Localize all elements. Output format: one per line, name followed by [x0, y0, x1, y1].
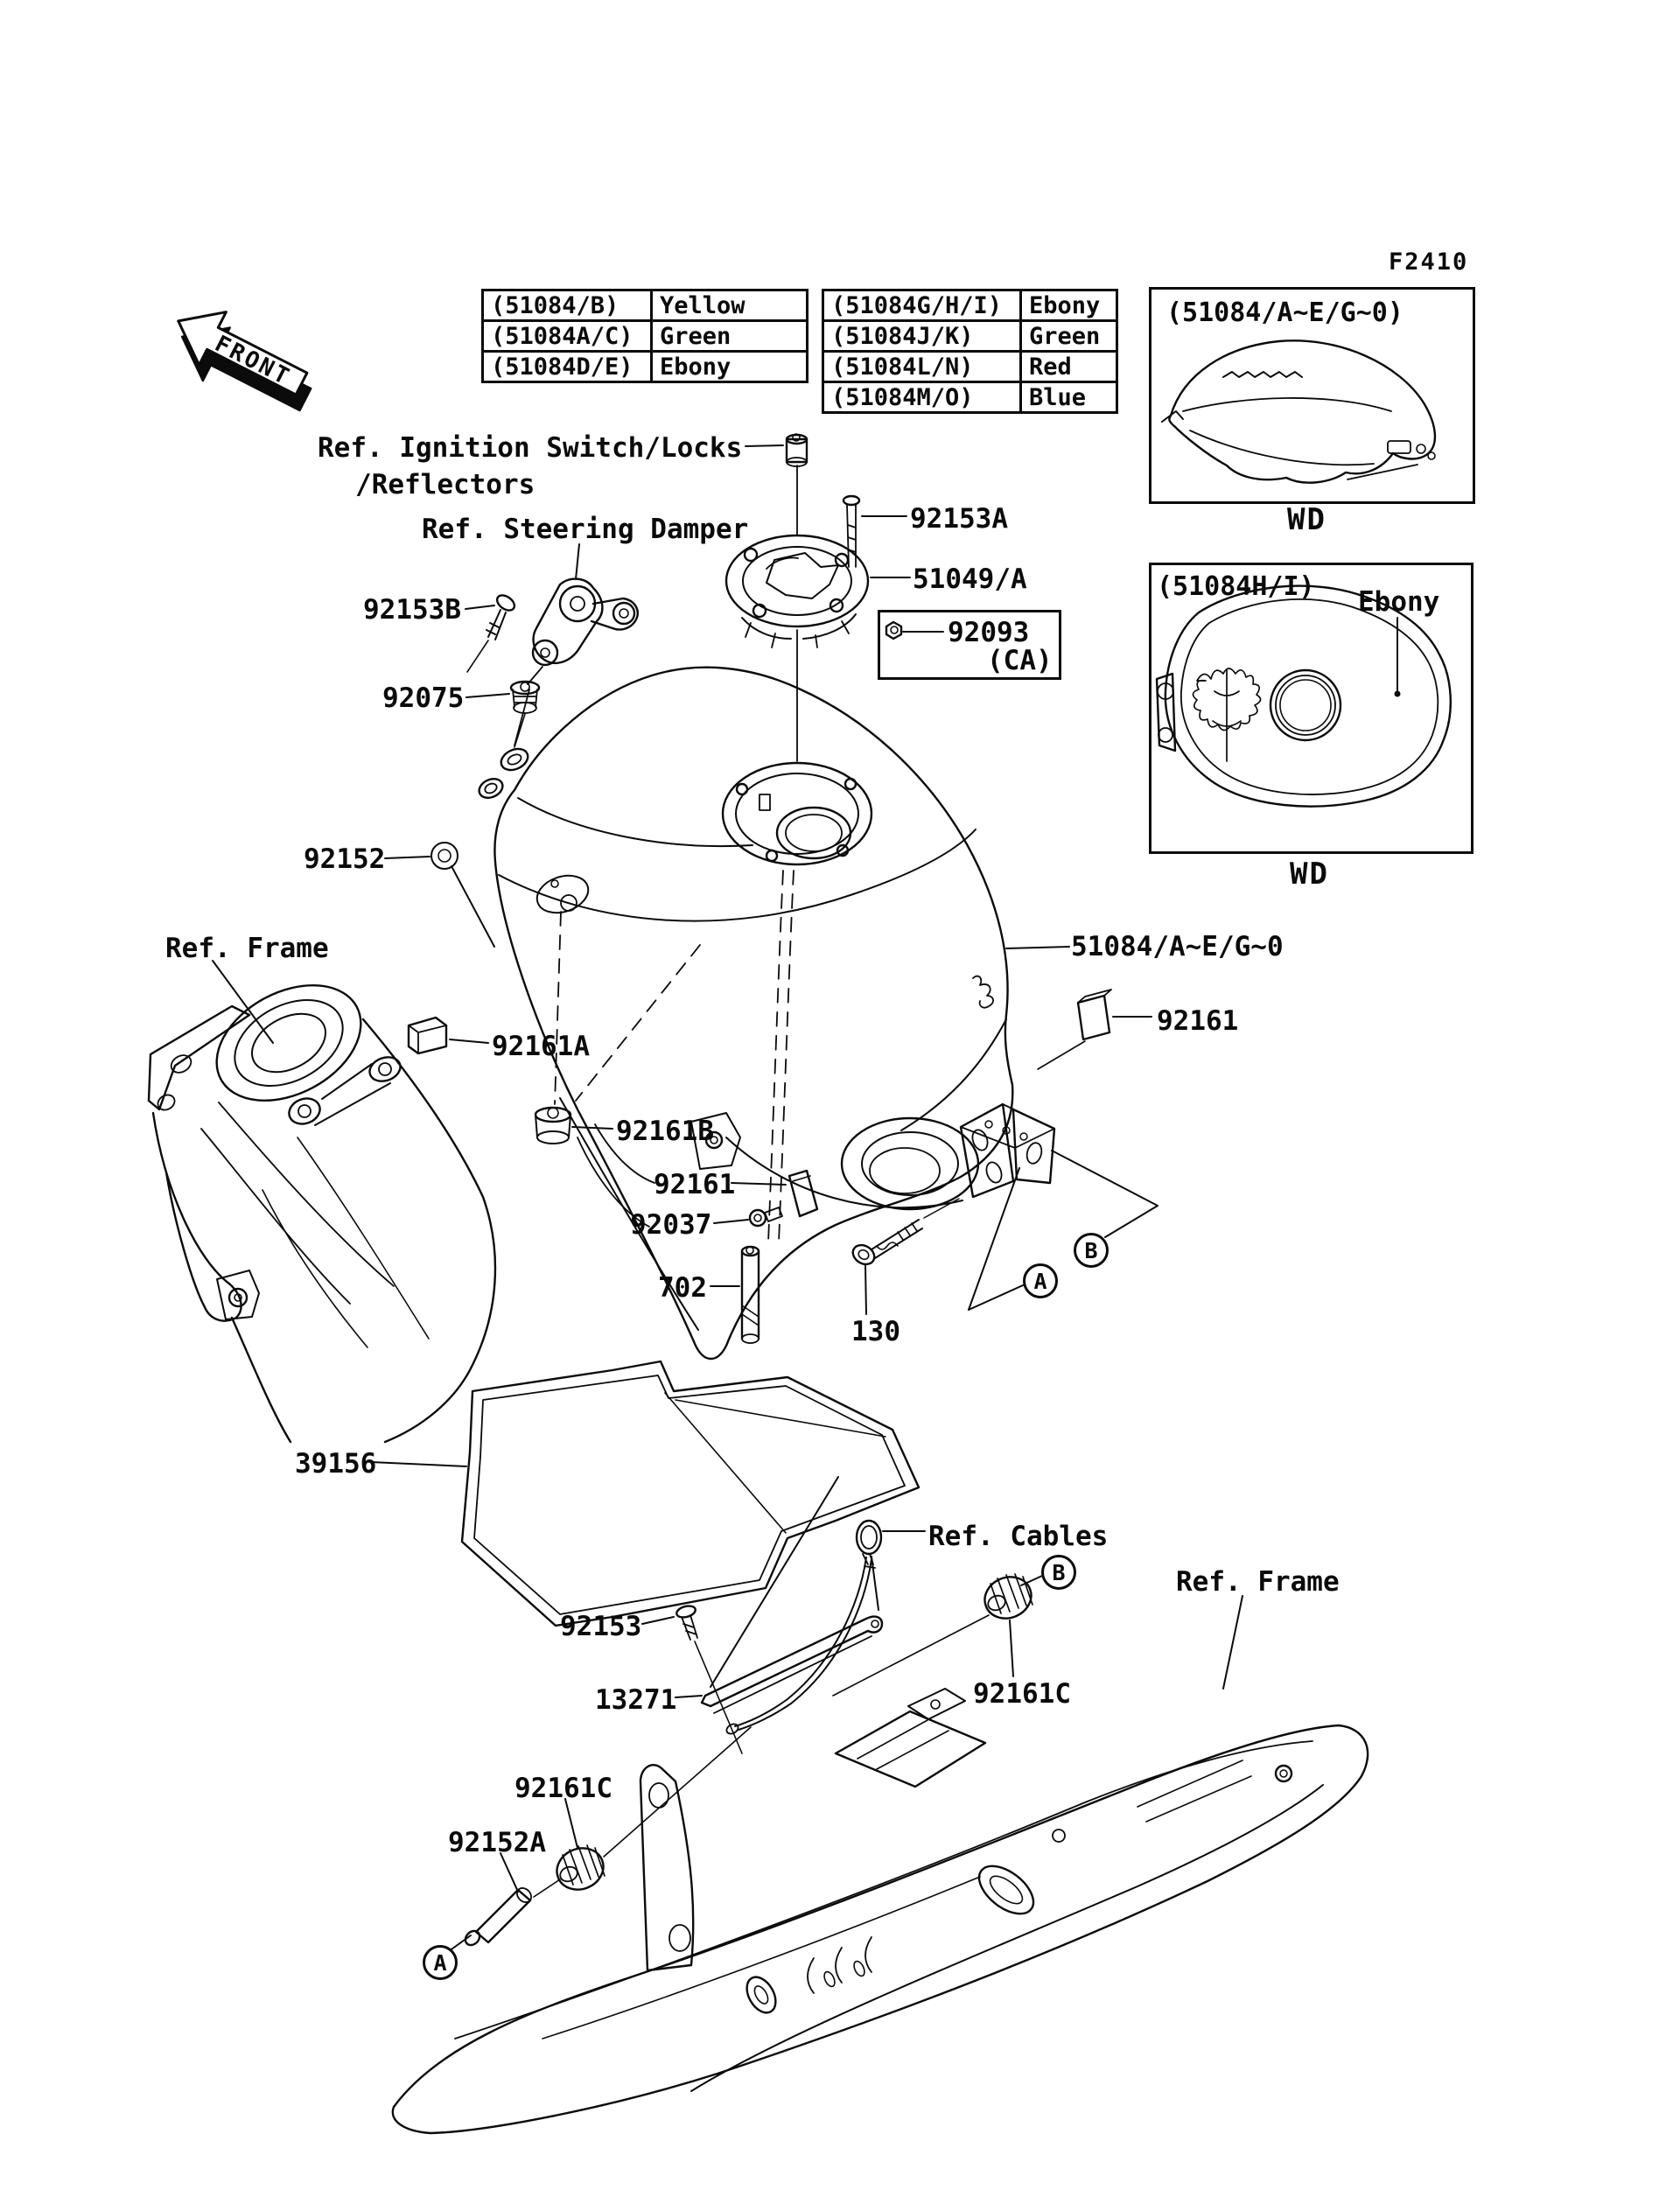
- callout-a-mid: A: [1023, 1263, 1058, 1298]
- table-row: (51084D/E) Ebony: [481, 350, 808, 383]
- part-label-92152a: 92152A: [448, 1827, 546, 1858]
- part-label-92161-left: 92161: [654, 1169, 736, 1200]
- color-table-right: (51084G/H/I) Ebony (51084J/K) Green (510…: [822, 289, 1118, 414]
- part-label-92161c-right: 92161C: [973, 1678, 1071, 1710]
- nut-92093-drawing: [885, 620, 903, 640]
- knob-92161c-left-drawing: [556, 1726, 752, 1891]
- part-code-cell: (51084A/C): [481, 319, 653, 353]
- steering-damper-drawing: [514, 577, 639, 746]
- part-code-cell: (51084J/K): [822, 319, 1022, 353]
- tank-pad-drawing: [460, 1360, 920, 1627]
- part-label-130: 130: [851, 1316, 900, 1347]
- callout-b-mid: B: [1074, 1233, 1109, 1268]
- part-label-92093-ca: (CA): [987, 645, 1053, 676]
- ref-cables-label: Ref. Cables: [928, 1521, 1109, 1552]
- pin-92152a-drawing: [464, 1879, 561, 1947]
- pad-92161-left-drawing: [788, 1169, 819, 1218]
- inset-top-view-caption: WD: [1290, 857, 1329, 892]
- table-row: (51084L/N) Red: [822, 350, 1118, 383]
- front-arrow-icon: FRONT: [177, 311, 312, 412]
- stay-13271-drawing: [700, 1615, 884, 1714]
- ignition-bushing-drawing: [785, 433, 808, 467]
- part-label-92153a: 92153A: [910, 503, 1008, 535]
- grommet-92075-drawing: [509, 680, 541, 748]
- screw-92153a-drawing: [842, 494, 861, 568]
- color-cell: Blue: [1019, 381, 1118, 414]
- damper-92161b-drawing: [534, 1106, 572, 1144]
- inset-top-view-drawing: [1155, 584, 1452, 808]
- color-cell: Green: [1019, 319, 1118, 353]
- color-cell: Ebony: [650, 350, 808, 383]
- part-label-702: 702: [658, 1272, 707, 1304]
- bolt-130-drawing: [851, 1198, 960, 1266]
- inset-side-view-caption: WD: [1287, 502, 1326, 537]
- part-label-92093: 92093: [948, 617, 1030, 648]
- inset-side-view-title: (51084/A~E/G~0): [1166, 297, 1404, 328]
- ca-part-box: [878, 610, 1061, 680]
- front-frame-drawing: [147, 984, 497, 1444]
- ref-ignition-label: Ref. Ignition Switch/Locks: [318, 432, 743, 464]
- fuel-tank-drawing: [478, 465, 1056, 1361]
- part-label-51049a: 51049/A: [913, 563, 1027, 595]
- table-row: (51084J/K) Green: [822, 319, 1118, 353]
- table-row: (51084M/O) Blue: [822, 381, 1118, 414]
- color-cell: Ebony: [1019, 289, 1118, 322]
- inset-top-view-title: (51084H/I): [1157, 571, 1315, 602]
- damper-92161a-drawing: [407, 1016, 448, 1055]
- part-code-cell: (51084G/H/I): [822, 289, 1022, 322]
- rear-frame-drawing: [391, 1688, 1369, 2135]
- ref-steering-damper-label: Ref. Steering Damper: [422, 514, 749, 545]
- color-cell: Yellow: [650, 289, 808, 322]
- part-label-92075: 92075: [382, 682, 465, 714]
- part-label-39156: 39156: [295, 1448, 377, 1480]
- tube-702-drawing: [740, 1245, 760, 1344]
- figure-code: F2410: [1389, 248, 1469, 276]
- part-label-92153: 92153: [560, 1611, 642, 1642]
- part-label-92161-right: 92161: [1157, 1005, 1239, 1037]
- leader-lines: [212, 444, 1243, 1952]
- part-code-cell: (51084M/O): [822, 381, 1022, 414]
- inset-top-view-color-label: Ebony: [1358, 586, 1440, 618]
- part-label-92037: 92037: [630, 1209, 712, 1241]
- inset-side-view-box: [1149, 287, 1475, 504]
- color-table-left: (51084/B) Yellow (51084A/C) Green (51084…: [481, 289, 808, 383]
- part-code-cell: (51084D/E): [481, 350, 653, 383]
- part-label-92161b: 92161B: [616, 1116, 714, 1147]
- part-label-92153b: 92153B: [363, 594, 461, 626]
- knob-92161c-right-drawing: [832, 1573, 1033, 1697]
- pad-92161-right-drawing: [1037, 989, 1112, 1070]
- inset-side-view-drawing: [1161, 339, 1437, 484]
- ref-reflectors-label: /Reflectors: [355, 469, 536, 500]
- ref-frame-front-label: Ref. Frame: [165, 933, 329, 964]
- table-row: (51084/B) Yellow: [481, 289, 808, 322]
- screw-92153-drawing: [676, 1605, 743, 1754]
- part-label-92152: 92152: [304, 843, 386, 875]
- part-label-92161c-left: 92161C: [514, 1773, 612, 1804]
- cable-clamp-drawing: [725, 1519, 883, 1735]
- fuel-cap-drawing: [724, 534, 870, 648]
- screw-92153b-drawing: [466, 594, 516, 673]
- part-label-13271: 13271: [595, 1684, 677, 1716]
- ref-frame-rear-label: Ref. Frame: [1176, 1566, 1340, 1598]
- color-cell: Red: [1019, 350, 1118, 383]
- part-code-cell: (51084/B): [481, 289, 653, 322]
- part-code-cell: (51084L/N): [822, 350, 1022, 383]
- inset-top-view-box: [1149, 563, 1474, 854]
- callout-a-bottom: A: [423, 1945, 458, 1980]
- part-label-51084: 51084/A~E/G~0: [1071, 931, 1284, 962]
- color-cell: Green: [650, 319, 808, 353]
- part-label-92161a: 92161A: [492, 1031, 590, 1062]
- table-row: (51084A/C) Green: [481, 319, 808, 353]
- callout-b-bottom: B: [1041, 1555, 1076, 1590]
- clip-92037-drawing: [748, 1207, 783, 1228]
- table-row: (51084G/H/I) Ebony: [822, 289, 1118, 322]
